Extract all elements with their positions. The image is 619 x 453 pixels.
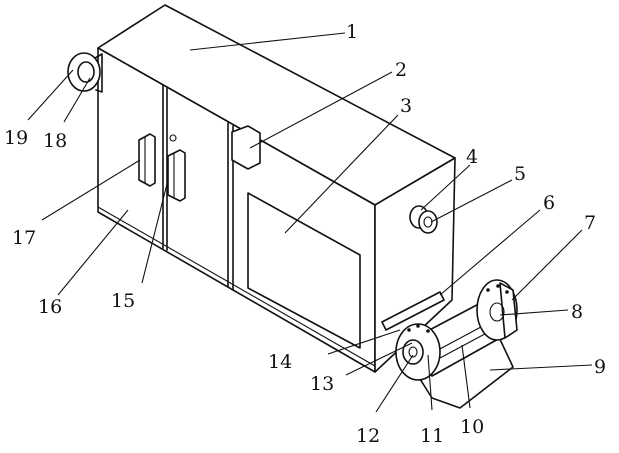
callout-6: 6 bbox=[543, 192, 555, 214]
callout-5: 5 bbox=[514, 163, 526, 185]
leader-15 bbox=[141, 179, 169, 284]
callout-8: 8 bbox=[571, 301, 583, 323]
callout-4: 4 bbox=[466, 146, 478, 168]
callout-7: 7 bbox=[584, 212, 596, 234]
callout-17: 17 bbox=[12, 227, 36, 249]
leader-13 bbox=[345, 342, 413, 376]
leader-6 bbox=[439, 209, 541, 296]
leader-9 bbox=[489, 364, 593, 371]
slot-plate bbox=[381, 291, 445, 331]
leader-lines bbox=[27, 32, 593, 413]
leader-4 bbox=[420, 164, 471, 211]
callout-11: 11 bbox=[420, 425, 444, 447]
base-edge bbox=[97, 206, 376, 367]
callout-14: 14 bbox=[268, 351, 292, 373]
callout-2: 2 bbox=[395, 59, 407, 81]
leader-1 bbox=[189, 32, 346, 51]
right-door-handle bbox=[167, 149, 186, 202]
callout-1: 1 bbox=[346, 21, 358, 43]
callout-15: 15 bbox=[111, 290, 135, 312]
callout-18: 18 bbox=[43, 130, 67, 152]
leader-2 bbox=[249, 71, 393, 149]
callout-10: 10 bbox=[460, 416, 484, 438]
lifting-ring bbox=[67, 52, 103, 93]
left-hub bbox=[402, 339, 424, 365]
leader-11 bbox=[427, 354, 433, 411]
leader-3 bbox=[284, 114, 399, 234]
callout-3: 3 bbox=[400, 95, 412, 117]
door-lock-icon bbox=[169, 134, 177, 142]
leader-14 bbox=[327, 329, 401, 355]
callout-labels: 1 2 3 4 5 6 7 8 9 10 11 12 13 14 15 16 1… bbox=[4, 21, 606, 447]
end-knob bbox=[409, 205, 438, 234]
leader-19 bbox=[27, 69, 74, 121]
leader-7 bbox=[511, 229, 583, 301]
callout-12: 12 bbox=[356, 425, 380, 447]
callout-16: 16 bbox=[38, 296, 62, 318]
leader-12 bbox=[375, 354, 414, 413]
window-panel bbox=[247, 192, 361, 349]
leader-16 bbox=[57, 209, 129, 296]
top-bracket bbox=[231, 125, 261, 170]
left-door-handle bbox=[138, 133, 156, 187]
leader-10 bbox=[461, 344, 471, 409]
leader-5 bbox=[430, 179, 513, 223]
callout-13: 13 bbox=[310, 373, 334, 395]
leader-17 bbox=[41, 159, 141, 221]
callout-19: 19 bbox=[4, 127, 28, 149]
leader-8 bbox=[499, 309, 569, 316]
leader-18 bbox=[63, 77, 91, 123]
callout-9: 9 bbox=[594, 356, 606, 378]
